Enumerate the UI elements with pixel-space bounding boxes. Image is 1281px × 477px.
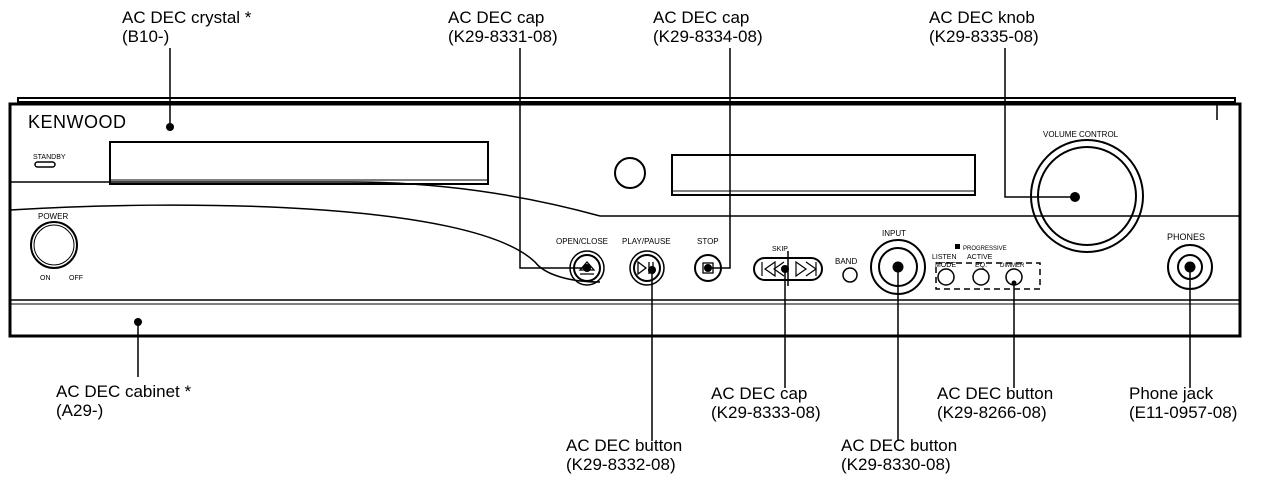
callout-button-mode-part: (K29-8266-08) [937,403,1047,422]
callout-crystal-name: AC DEC crystal * [122,8,252,27]
brand-logo: KENWOOD [28,112,127,132]
fluorescent-display [671,154,976,196]
stop-label: STOP [697,237,719,246]
open-close-label: OPEN/CLOSE [556,237,608,246]
play-pause-label: PLAY/PAUSE [622,237,671,246]
active-eq-button[interactable] [972,268,990,286]
callout-button-play-part: (K29-8332-08) [566,455,676,474]
door-curve [349,181,601,217]
phones-label: PHONES [1167,232,1205,242]
eq-label: EQ. [975,262,987,269]
callout-cabinet-part: (A29-) [56,401,104,420]
callout-cap-stop-name: AC DEC cap [653,8,750,27]
mode-button-frame [935,262,1041,290]
dot-cap-open [583,264,591,272]
callout-button-play-name: AC DEC button [566,436,683,455]
progressive-marker [955,244,960,249]
top-edge [17,97,1236,103]
leader-dots [134,123,1080,326]
callout-cap-open: AC DEC cap (K29-8331-08) [448,8,558,46]
callout-phone-jack-name: Phone jack [1129,384,1214,403]
callout-phone-jack: Phone jack (E11-0957-08) [1129,384,1237,422]
volume-control[interactable] [1030,139,1144,253]
listen-label: LISTEN [932,254,957,261]
callout-knob-part: (K29-8335-08) [929,27,1039,46]
skip-back-icon [761,260,785,278]
callout-cap-skip-name: AC DEC cap [711,384,808,403]
remote-sensor [614,157,646,189]
display-window [614,154,976,196]
dimmer-label: DIMMER [1000,263,1025,269]
dot-mode [1011,280,1017,286]
callout-button-mode-name: AC DEC button [937,384,1054,403]
dot-skip [781,265,789,273]
leader-cap-stop [708,48,731,269]
callout-button-input-name: AC DEC button [841,436,958,455]
callout-knob-name: AC DEC knob [929,8,1035,27]
callout-cap-stop: AC DEC cap (K29-8334-08) [653,8,763,46]
callout-knob: AC DEC knob (K29-8335-08) [929,8,1039,46]
power-on-label: ON [40,275,51,282]
callout-cap-skip-part: (K29-8333-08) [711,403,821,422]
play-pause-ring [629,250,665,286]
volume-knob[interactable] [1037,146,1137,246]
standby-label: STANDBY [33,154,66,161]
dot-play [648,266,656,274]
progressive-label: PROGRESSIVE [963,246,1007,252]
callout-cabinet: AC DEC cabinet * (A29-) [56,382,191,420]
play-pause-button[interactable] [633,254,661,282]
tray-slot[interactable] [109,141,489,185]
callout-cap-stop-part: (K29-8334-08) [653,27,763,46]
dot-cap-stop [704,264,712,272]
callout-cap-open-name: AC DEC cap [448,8,545,27]
standby-indicator [34,161,56,168]
dot-crystal [166,123,174,131]
panel-labels: KENWOOD STANDBY POWER ON OFF OPEN/CLOSE … [28,112,1205,282]
volume-outer-ring [1030,139,1144,253]
leader-knob [1004,48,1075,198]
panel-outline [8,102,1242,338]
callout-crystal: AC DEC crystal * (B10-) [122,8,251,46]
input-label: INPUT [882,229,906,238]
volume-control-label: VOLUME CONTROL [1043,130,1119,139]
dot-cabinet [134,318,142,326]
callout-cap-skip: AC DEC cap (K29-8333-08) [711,384,821,422]
power-button[interactable] [30,221,78,269]
callout-button-input-part: (K29-8330-08) [841,455,951,474]
callout-crystal-part: (B10-) [122,27,170,46]
power-button-inner [33,224,75,266]
skip-label: SKIP [772,246,788,253]
leader-lines [137,48,1191,441]
power-switch[interactable] [30,221,78,269]
callout-cap-open-part: (K29-8331-08) [448,27,558,46]
callout-button-input: AC DEC button (K29-8330-08) [841,436,957,474]
mode-label: MODE [935,262,956,269]
callout-button-play: AC DEC button (K29-8332-08) [566,436,682,474]
callout-button-mode: AC DEC button (K29-8266-08) [937,384,1053,422]
skip-forward-icon [795,260,818,278]
listen-mode-button[interactable] [937,268,955,286]
active-label: ACTIVE [967,254,993,261]
dot-knob [1070,192,1080,202]
power-label: POWER [38,212,68,221]
power-off-label: OFF [69,275,83,282]
lower-curve [9,204,601,283]
band-button[interactable] [842,267,858,283]
band-label: BAND [835,257,857,266]
callout-phone-jack-part: (E11-0957-08) [1129,403,1238,422]
leader-cap-open [519,48,587,269]
standby-area [34,161,56,168]
callout-cabinet-name: AC DEC cabinet * [56,382,192,401]
transport-buttons[interactable] [569,239,926,295]
disc-tray[interactable] [109,141,489,185]
